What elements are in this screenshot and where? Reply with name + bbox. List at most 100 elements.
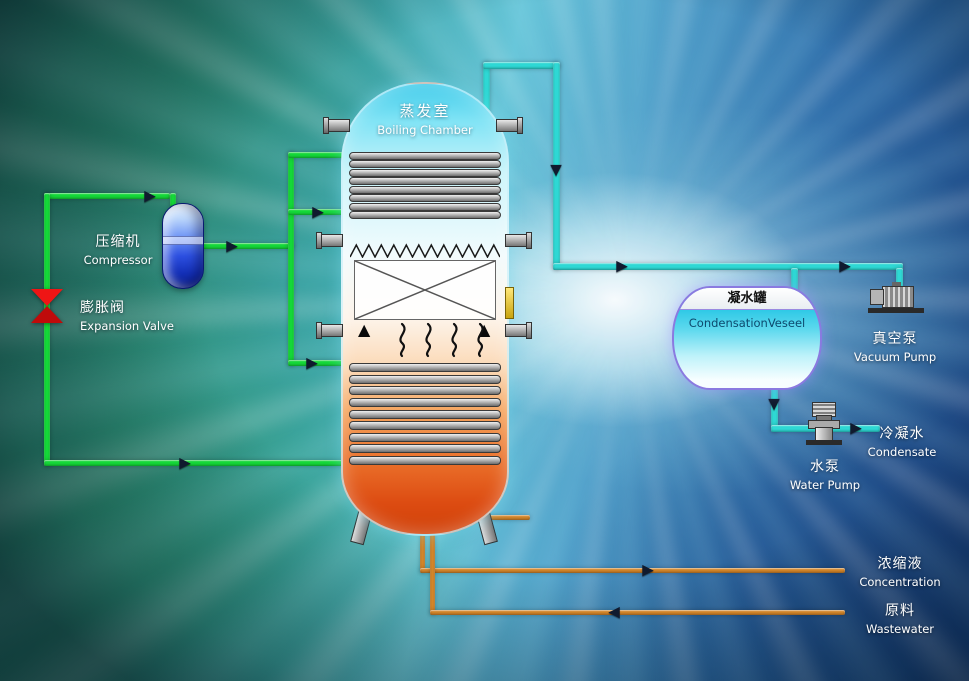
- heat-exchanger-tube: [349, 185, 501, 194]
- concentration-label-en: Concentration: [859, 575, 941, 589]
- pipe-segment: [791, 268, 798, 294]
- steam-up-arrow-left: ▲: [358, 320, 371, 339]
- water-pump-label-en: Water Pump: [789, 478, 861, 492]
- water-pump-icon: [804, 402, 844, 446]
- compressor-band: [163, 235, 203, 245]
- vessel-nozzle: [496, 117, 523, 134]
- sight-glass: [505, 287, 514, 319]
- flow-arrow-icon: ▶: [850, 418, 862, 437]
- pipe-segment: [553, 263, 903, 270]
- condensate-label-zh: 冷凝水: [879, 426, 925, 442]
- condensation-vessel-title-band: 凝水罐: [674, 288, 820, 310]
- boiling-chamber-label: 蒸发室 Boiling Chamber: [343, 100, 507, 137]
- water-pump-label: 水泵 Water Pump: [775, 456, 875, 492]
- heat-exchanger-tube: [349, 363, 501, 372]
- pipe-segment: [420, 515, 425, 573]
- lower-tube-bundle: [349, 363, 501, 465]
- heat-exchanger-tube: [349, 386, 501, 396]
- vacuum-pump-label-en: Vacuum Pump: [853, 350, 937, 364]
- flow-arrow-icon: ▶: [179, 453, 191, 472]
- flow-arrow-icon: ▼: [550, 160, 562, 179]
- upper-tube-bundle: [349, 152, 501, 219]
- heat-exchanger-tube: [349, 432, 501, 442]
- concentration-label: 浓缩液 Concentration: [845, 553, 955, 589]
- compressor-label-en: Compressor: [83, 253, 153, 267]
- boiling-chamber-vessel: 蒸发室 Boiling Chamber ▲ ▲: [341, 82, 509, 536]
- flow-arrow-icon: ▶: [312, 202, 324, 221]
- pipe-segment: [430, 610, 845, 615]
- compressor-icon: [162, 203, 204, 289]
- flow-arrow-icon: ▶: [616, 256, 628, 275]
- vacuum-pump-endcap: [870, 289, 884, 305]
- pipe-segment: [288, 209, 346, 215]
- heat-exchanger-tube: [349, 177, 501, 186]
- flow-arrow-icon: ▶: [839, 256, 851, 275]
- flow-arrow-icon: ▼: [768, 394, 780, 413]
- pipe-segment: [288, 152, 346, 158]
- heat-exchanger-tube: [349, 397, 501, 407]
- expansion-valve-top-triangle: [31, 289, 63, 306]
- flow-arrow-icon: ▶: [226, 236, 238, 255]
- boiling-chamber-label-en: Boiling Chamber: [377, 123, 473, 137]
- vacuum-pump-terminal: [892, 282, 901, 287]
- wastewater-label-zh: 原料: [885, 603, 915, 619]
- flow-arrow-icon: ▶: [306, 353, 318, 372]
- expansion-valve-bottom-triangle: [31, 306, 63, 323]
- demister-zigzag: [350, 243, 500, 258]
- condensation-vessel: 凝水罐 CondensationVeseel: [672, 286, 822, 390]
- vacuum-pump-icon: [868, 282, 924, 314]
- pipe-segment: [430, 515, 435, 615]
- pipe-segment: [483, 62, 490, 114]
- steam-squiggles: [399, 322, 484, 358]
- vessel-nozzle: [316, 322, 343, 339]
- compressor-label: 压缩机 Compressor: [62, 231, 174, 267]
- pipe-segment: [288, 360, 346, 366]
- pipe-segment: [44, 193, 170, 199]
- condensate-label: 冷凝水 Condensate: [852, 423, 952, 459]
- expansion-valve-label-zh: 膨胀阀: [80, 300, 125, 316]
- pipe-segment: [771, 382, 778, 432]
- compressor-label-zh: 压缩机: [95, 234, 141, 250]
- heat-exchanger-tube: [349, 409, 501, 419]
- flow-arrow-icon: ▶: [144, 186, 156, 205]
- pipe-segment: [199, 243, 294, 249]
- heat-exchanger-tube: [349, 374, 501, 384]
- vessel-nozzle: [505, 232, 532, 249]
- vacuum-pump-base: [868, 308, 924, 313]
- vessel-nozzle: [505, 322, 532, 339]
- pipe-segment: [896, 268, 903, 290]
- wastewater-label-en: Wastewater: [865, 622, 935, 636]
- heat-exchanger-tube: [349, 168, 501, 177]
- pipe-segment: [553, 62, 560, 270]
- pipe-segment: [420, 568, 845, 573]
- wastewater-label: 原料 Wastewater: [845, 600, 955, 636]
- water-pump-label-zh: 水泵: [810, 459, 840, 475]
- condensate-label-en: Condensate: [867, 445, 937, 459]
- heat-exchanger-tube: [349, 160, 501, 169]
- vessel-nozzle: [316, 232, 343, 249]
- pipe-segment: [44, 460, 344, 466]
- vacuum-pump-label-zh: 真空泵: [872, 331, 918, 347]
- flow-arrow-icon: ▶: [642, 560, 654, 579]
- pipe-segment: [44, 193, 50, 466]
- heat-exchanger-tube: [349, 210, 501, 219]
- boiling-chamber-label-zh: 蒸发室: [399, 102, 451, 120]
- expansion-valve-label-en: Expansion Valve: [80, 319, 174, 333]
- heat-exchanger-tube: [349, 194, 501, 203]
- pipe-segment: [288, 152, 294, 366]
- cross-brace-box: [354, 260, 496, 320]
- heat-exchanger-tube: [349, 456, 501, 465]
- vessel-nozzle: [323, 117, 350, 134]
- water-pump-base: [806, 440, 842, 445]
- flow-arrow-icon: ◀: [608, 602, 620, 621]
- heat-exchanger-tube: [349, 444, 501, 454]
- heat-exchanger-tube: [349, 421, 501, 431]
- condensation-vessel-subtitle: CondensationVeseel: [688, 316, 806, 330]
- expansion-valve-icon: [29, 289, 65, 323]
